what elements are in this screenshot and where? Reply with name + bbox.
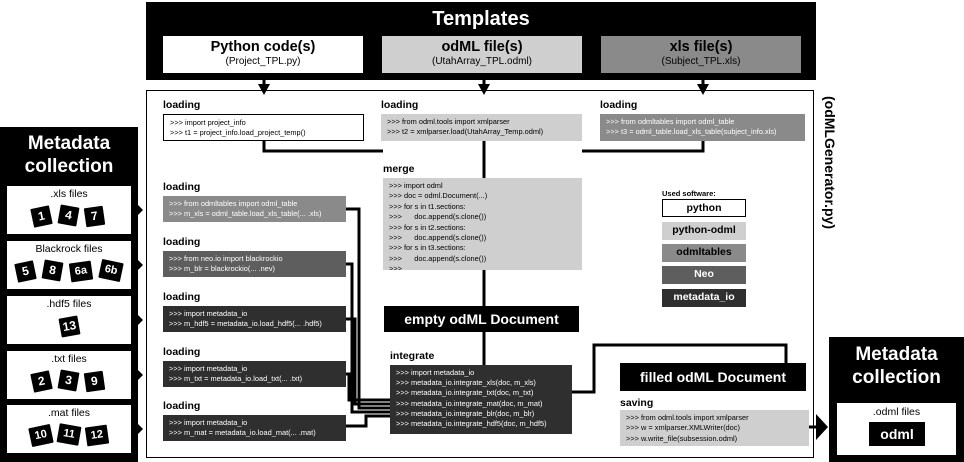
file-tag: 8 — [40, 258, 65, 283]
saving-label: saving — [620, 397, 654, 409]
file-tag: 12 — [83, 423, 111, 448]
template-xls-file: (Subject_TPL.xls) — [661, 56, 741, 67]
file-tag: 7 — [82, 204, 107, 229]
file-tag: 1 — [29, 204, 54, 229]
loading-label-mat: loading — [163, 400, 201, 412]
software-metadata-io: metadata_io — [662, 289, 746, 307]
file-tag: 3 — [56, 368, 81, 393]
template-odml: odML file(s) (UtahArray_TPL.odml) — [382, 36, 582, 73]
loading-label-odml: loading — [381, 99, 419, 111]
merge-label: merge — [383, 163, 415, 175]
loading-label-blackrock: loading — [163, 236, 201, 248]
odml-file-tag: odml — [869, 422, 925, 446]
file-tag: 6b — [97, 257, 125, 284]
empty-odml-document: empty odML Document — [384, 306, 579, 332]
arrow-right-icon — [131, 308, 143, 332]
integrate-code: >>> import metadata_io >>> metadata_io.i… — [390, 365, 572, 434]
loading-label-hdf5: loading — [163, 291, 201, 303]
template-xls-title: xls file(s) — [669, 39, 733, 55]
template-python-file: (Project_TPL.py) — [225, 56, 301, 67]
software-odmltables: odmltables — [662, 244, 746, 262]
integrate-label: integrate — [390, 350, 435, 362]
loading-label-txt: loading — [163, 346, 201, 358]
file-group-blackrock: Blackrock files 5 8 6a 6b — [7, 241, 131, 289]
generator-frame — [146, 90, 814, 458]
software-python-odml: python-odml — [662, 222, 746, 240]
file-group-mat: .mat files 10 11 12 — [7, 405, 131, 453]
file-tag: 11 — [55, 422, 83, 447]
loading-hdf5-code: >>> import metadata_io >>> m_hdf5 = meta… — [163, 306, 346, 332]
file-group-xls: .xls files 1 4 7 — [7, 186, 131, 234]
loading-label-xls: loading — [600, 99, 638, 111]
loading-txt-code: >>> import metadata_io >>> m_txt = metad… — [163, 361, 346, 387]
software-neo: Neo — [662, 266, 746, 284]
arrow-right-icon — [131, 417, 143, 441]
file-tag: 6a — [67, 259, 95, 284]
file-group-blackrock-name: Blackrock files — [35, 243, 103, 255]
file-group-mat-name: .mat files — [47, 407, 90, 419]
file-tag: 4 — [56, 203, 81, 228]
template-odml-file: (UtahArray_TPL.odml) — [431, 56, 533, 67]
saving-code: >>> from odml.tools import xmlparser >>>… — [620, 410, 809, 446]
file-group-hdf5: .hdf5 files 13 — [7, 296, 131, 344]
software-legend-title: Used software: — [662, 189, 716, 198]
right-file-box: .odml files odml — [837, 403, 956, 455]
merge-code: >>> import odml >>> doc = odml.Document(… — [383, 178, 582, 270]
loading-blackrock-code: >>> from neo.io import blackrockio >>> m… — [163, 251, 346, 277]
template-python-title: Python code(s) — [210, 39, 316, 55]
template-xls: xls file(s) (Subject_TPL.xls) — [601, 36, 801, 73]
loading-python-code: >>> import project_info >>> t1 = project… — [163, 114, 364, 141]
loading-xls-code: >>> from odmltables import odml_table >>… — [600, 114, 805, 141]
template-python: Python code(s) (Project_TPL.py) — [163, 36, 363, 73]
templates-title: Templates — [432, 8, 530, 30]
right-file-label: .odml files — [872, 406, 921, 418]
file-tag: 10 — [27, 422, 55, 449]
file-group-txt: .txt files 2 3 9 — [7, 351, 131, 399]
file-group-txt-name: .txt files — [51, 353, 87, 365]
file-tag: 13 — [57, 314, 82, 339]
file-tag: 5 — [13, 259, 38, 284]
generator-label: (odMLGenerator.py) — [822, 96, 838, 230]
template-odml-title: odML file(s) — [441, 39, 523, 55]
right-metadata-title-2: collection — [852, 367, 941, 388]
loading-label-xls-files: loading — [163, 181, 201, 193]
file-tag: 2 — [29, 369, 54, 394]
file-group-xls-name: .xls files — [50, 188, 88, 200]
left-metadata-title-1: Metadata — [27, 133, 111, 154]
file-tag: 9 — [82, 369, 107, 394]
arrow-right-icon — [131, 363, 143, 387]
software-python: python — [662, 199, 746, 217]
right-metadata-panel: Metadata collection .odml files odml — [829, 337, 964, 462]
filled-odml-document: filled odML Document — [620, 363, 806, 391]
loading-mat-code: >>> import metadata_io >>> m_mat = metad… — [163, 415, 346, 441]
loading-label-python: loading — [163, 99, 201, 111]
left-metadata-title-2: collection — [24, 156, 114, 177]
generator-label-wrap: (odMLGenerator.py) — [812, 96, 840, 336]
arrow-right-icon — [131, 253, 143, 277]
right-metadata-title-1: Metadata — [855, 344, 938, 365]
arrow-right-icon — [131, 198, 143, 222]
file-group-hdf5-name: .hdf5 files — [46, 298, 92, 310]
loading-xls-files-code: >>> from odmltables import odml_table >>… — [163, 196, 346, 222]
loading-odml-code: >>> from odml.tools import xmlparser >>>… — [381, 114, 582, 141]
